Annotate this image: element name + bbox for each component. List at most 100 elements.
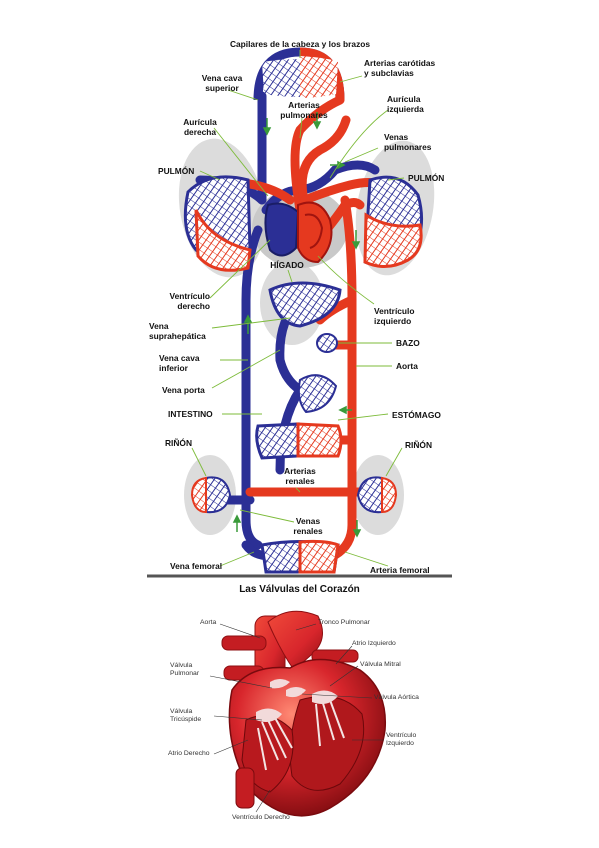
label-v-aorta: Aorta [200,619,217,626]
label-rinon-right: RIÑÓN [405,440,432,450]
leader-v-tricuspide [213,715,263,721]
liver-net [268,281,342,328]
label-auricula-derecha: Aurícula derecha [183,117,217,137]
spleen [316,333,338,353]
leader-arteria-femoral [344,551,389,567]
lung-left-red [194,209,252,272]
stomach [297,374,338,414]
lung-right-red [363,212,423,268]
chorda-2 [267,719,287,759]
intestine-blue [255,422,300,460]
label-venas-pulmonares: Venas pulmonares [384,132,432,152]
valves-title: Las Válvulas del Corazón [239,584,360,595]
head-capillaries [253,47,345,101]
kidney-left-red [190,476,207,514]
label-v-ventriculo-derecho: Ventrículo Derecho [232,814,290,821]
label-v-valvula-aortica: Válvula Aórtica [374,694,419,701]
label-v-atrio-izquierdo: Atrio Izquierdo [352,640,396,647]
chorda-5 [321,699,335,741]
heart-right-side [264,202,300,257]
label-v-ventriculo-izquierdo: Ventrículo Izquierdo [386,732,417,747]
leader-lines [191,50,405,567]
chorda-7 [315,703,321,747]
heart-septum [304,213,324,249]
label-pulmon-left: PULMÓN [158,166,195,176]
label-venas-renales: Venas renales [293,516,323,536]
intestine [255,422,343,460]
chorda-6 [329,699,345,739]
carotid-arteries [290,95,345,215]
leader-arterias-pulmonares [299,117,303,139]
leader-ventriculo-derecho [209,239,271,299]
label-arterias-pulmonares: Arterias pulmonares [280,100,328,120]
leader-v-atrio-der [213,739,249,755]
leader-ventriculo-izquierdo [317,255,375,305]
label-aorta: Aorta [396,361,418,371]
kidneys [190,476,398,514]
label-auricula-izquierda: Aurícula izquierda [387,94,424,114]
leader-vena-porta [211,349,281,389]
spleen-net [316,333,338,353]
legs-capillaries [260,539,340,574]
chorda-4 [273,715,293,749]
label-rinon-left: RIÑÓN [165,438,192,448]
liver [268,281,342,328]
label-v-valvula-mitral: Válvula Mitral [360,661,401,668]
leader-rinon-left [191,447,207,477]
label-vena-porta: Vena porta [162,385,205,395]
arrow-6-head [232,514,242,523]
leader-auricula-derecha [213,127,269,197]
arrow-7-head [352,529,362,538]
heart-small [264,201,333,264]
legs-net-red [298,539,340,574]
label-vena-cava-inferior: Vena cava inferior [159,353,200,373]
aorta-descending [330,195,357,560]
vena-cava-inferior [241,225,263,550]
leader-v-vent-der [255,789,271,813]
label-estomago: ESTÓMAGO [392,410,441,420]
label-capilares: Capilares de la cabeza y los brazos [229,39,371,49]
stomach-net [297,374,338,414]
label-pulmon-right: PULMÓN [408,173,445,183]
leader-auricula-izquierda [329,109,389,179]
leader-vena-cava-superior [227,89,259,101]
label-ventriculo-izquierdo: Ventrículo izquierdo [374,306,415,326]
heart-valves-illustration [221,610,387,817]
valve-chordae [257,699,345,771]
label-arteria-femoral: Arteria femoral [370,565,430,575]
label-higado: HÍGADO [270,260,304,270]
leader-vena-femoral [219,551,255,567]
leader-arterias-renales [295,487,301,493]
aortic-valve [286,687,306,698]
chorda-1 [261,721,279,761]
arrow-1-head [262,127,272,136]
vessel-left-upper [221,635,267,651]
valves-leader-lines [209,623,384,813]
chorda-3 [257,727,267,771]
label-intestino: INTESTINO [168,409,213,419]
leader-v-atrio-izq [335,645,353,665]
label-vena-suprahepatica: Vena suprahepática [149,321,206,341]
leader-venas-pulmonares [344,147,379,163]
arrow-3-head [243,314,253,323]
label-vena-cava-superior: Vena cava superior [201,73,243,93]
mitral-valve [312,690,338,704]
label-vena-femoral: Vena femoral [170,561,223,571]
leader-v-tronco [295,623,317,631]
intestine-red [296,422,343,458]
capillary-net-head-red [300,56,338,98]
heart-left-side [297,201,333,264]
leader-higado [287,269,293,283]
label-arterias-carotidas: Arterias carótidas y subclavias [364,58,436,78]
lungs [183,175,424,272]
leader-carotidas [339,75,363,83]
label-v-tronco-pulmonar: Tronco Pulmonar [318,619,370,626]
leader-venas-renales [239,509,295,523]
leader-pulmon-right [387,177,405,181]
kidney-right-red [381,476,398,514]
tricuspid-valve [256,708,282,722]
arrow-4-head [351,241,361,250]
leader-v-pulmonar [209,675,273,689]
kidney-left-blue [205,476,232,514]
